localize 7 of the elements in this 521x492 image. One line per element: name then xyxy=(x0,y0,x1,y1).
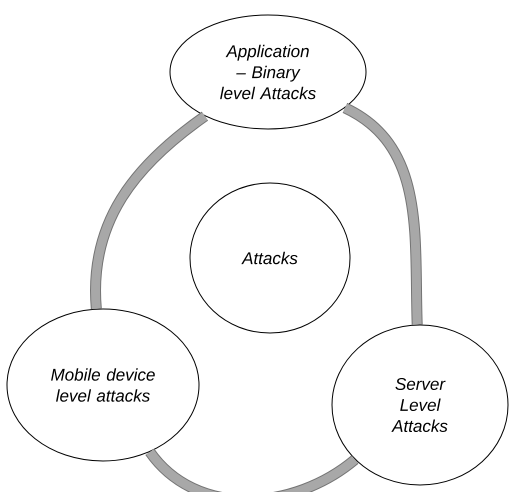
ellipse-node: Mobile device level attacks xyxy=(6,308,200,462)
ring-arc xyxy=(146,448,358,492)
ellipse-node: Application – Binary level Attacks xyxy=(170,14,366,130)
ring-arc xyxy=(342,103,423,325)
ellipse-node: Server Level Attacks xyxy=(332,324,508,486)
ring-arc xyxy=(90,112,208,309)
ellipse-node: Attacks xyxy=(190,182,350,334)
